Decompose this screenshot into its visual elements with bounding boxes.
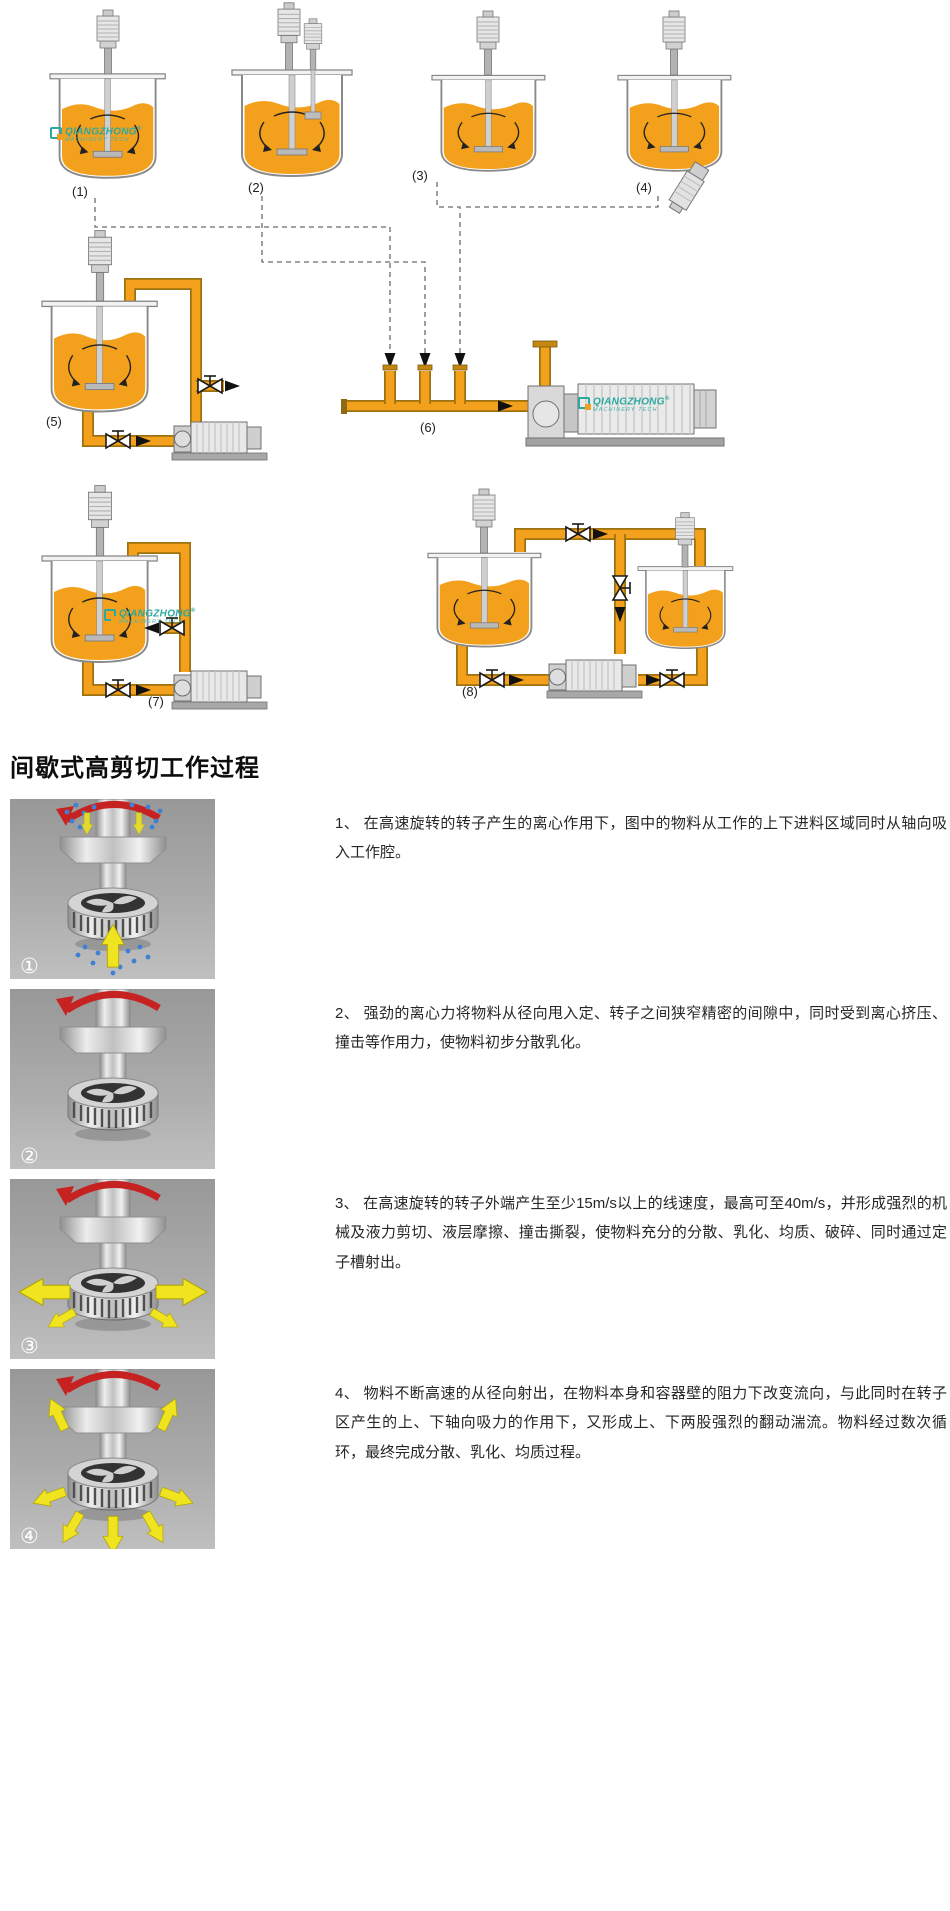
process-flow-diagrams: (1) (2) (3) (4) (5) (6) (7) (8) QIANGZHO… [0,0,950,738]
step-number-badge: ④ [20,1525,39,1548]
diagram-label-5: (5) [46,414,62,429]
logo-tagline: MACHINERY TECH [119,619,184,626]
shear-process-steps: ① 1、 在高速旋转的转子产生的离心作用下，图中的物料从工作的上下进料区域同时从… [0,799,950,1549]
step-image-1: ① [10,799,215,979]
brand-logo: QIANGZHONG® MACHINERY TECH [104,608,196,626]
diagram-8 [427,488,734,699]
diagram-label-7: (7) [148,694,164,709]
rotor-ejection-illustration [10,1179,215,1359]
brand-logo: QIANGZHONG® MACHINERY TECH [50,126,142,144]
turbulence-illustration [10,1369,215,1549]
logo-mark-icon [578,397,591,410]
registered-mark: ® [190,608,196,614]
logo-tagline: MACHINERY TECH [65,137,130,144]
logo-name: QIANGZHONG [593,396,665,408]
diagram-2-tank [231,2,353,177]
diagram-3-tank [431,10,546,172]
step-number-badge: ③ [20,1335,39,1358]
step-row-3: ③ 3、 在高速旋转的转子外端产生至少15m/s以上的线速度，最高可至40m/s… [10,1179,950,1359]
process-flow-illustration [40,2,734,710]
step-row-4: ④ 4、 物料不断高速的从径向射出，在物料本身和容器壁的阻力下改变流向，与此同时… [10,1369,950,1549]
brand-logo: QIANGZHONG® MACHINERY TECH [578,396,670,414]
step-number-badge: ② [20,1145,39,1168]
rotor-gap-illustration [10,989,215,1169]
diagram-label-4: (4) [636,180,652,195]
step-number-badge: ① [20,955,39,978]
logo-text: QIANGZHONG® MACHINERY TECH [593,396,670,414]
logo-mark-icon [104,609,117,622]
dashed-connectors [94,182,659,368]
logo-tagline: MACHINERY TECH [593,407,658,414]
diagram-5 [40,230,268,461]
diagram-label-2: (2) [248,180,264,195]
step-text-1: 1、 在高速旋转的转子产生的离心作用下，图中的物料从工作的上下进料区域同时从轴向… [335,815,947,862]
diagram-6 [341,340,725,447]
logo-text: QIANGZHONG® MACHINERY TECH [65,126,142,144]
logo-name: QIANGZHONG [65,126,137,138]
diagram-label-6: (6) [420,420,436,435]
inline-pump [668,161,710,214]
diagram-4-tank [617,10,732,214]
step-row-2: ② 2、 强劲的离心力将物料从径向甩入定、转子之间狭窄精密的间隙中，同时受到离心… [10,989,950,1169]
registered-mark: ® [664,396,670,402]
logo-name: QIANGZHONG [119,608,191,620]
registered-mark: ® [136,126,142,132]
logo-mark-icon [50,127,63,140]
step-image-4: ④ [10,1369,215,1549]
section-title: 间歇式高剪切工作过程 [10,755,260,782]
step-text-3: 3、 在高速旋转的转子外端产生至少15m/s以上的线速度，最高可至40m/s，并… [335,1195,947,1271]
step-text-4: 4、 物料不断高速的从径向射出，在物料本身和容器壁的阻力下改变流向，与此同时在转… [335,1385,947,1461]
step-image-2: ② [10,989,215,1169]
step-text-2: 2、 强劲的离心力将物料从径向甩入定、转子之间狭窄精密的间隙中，同时受到离心挤压… [335,1005,947,1052]
diagram-7 [41,485,268,710]
rotor-suction-illustration [10,799,215,979]
step-image-3: ③ [10,1179,215,1359]
logo-text: QIANGZHONG® MACHINERY TECH [119,608,196,626]
diagram-label-8: (8) [462,684,478,699]
diagram-label-1: (1) [72,184,88,199]
step-row-1: ① 1、 在高速旋转的转子产生的离心作用下，图中的物料从工作的上下进料区域同时从… [10,799,950,979]
diagram-label-3: (3) [412,168,428,183]
diagram-1-tank [49,9,167,179]
